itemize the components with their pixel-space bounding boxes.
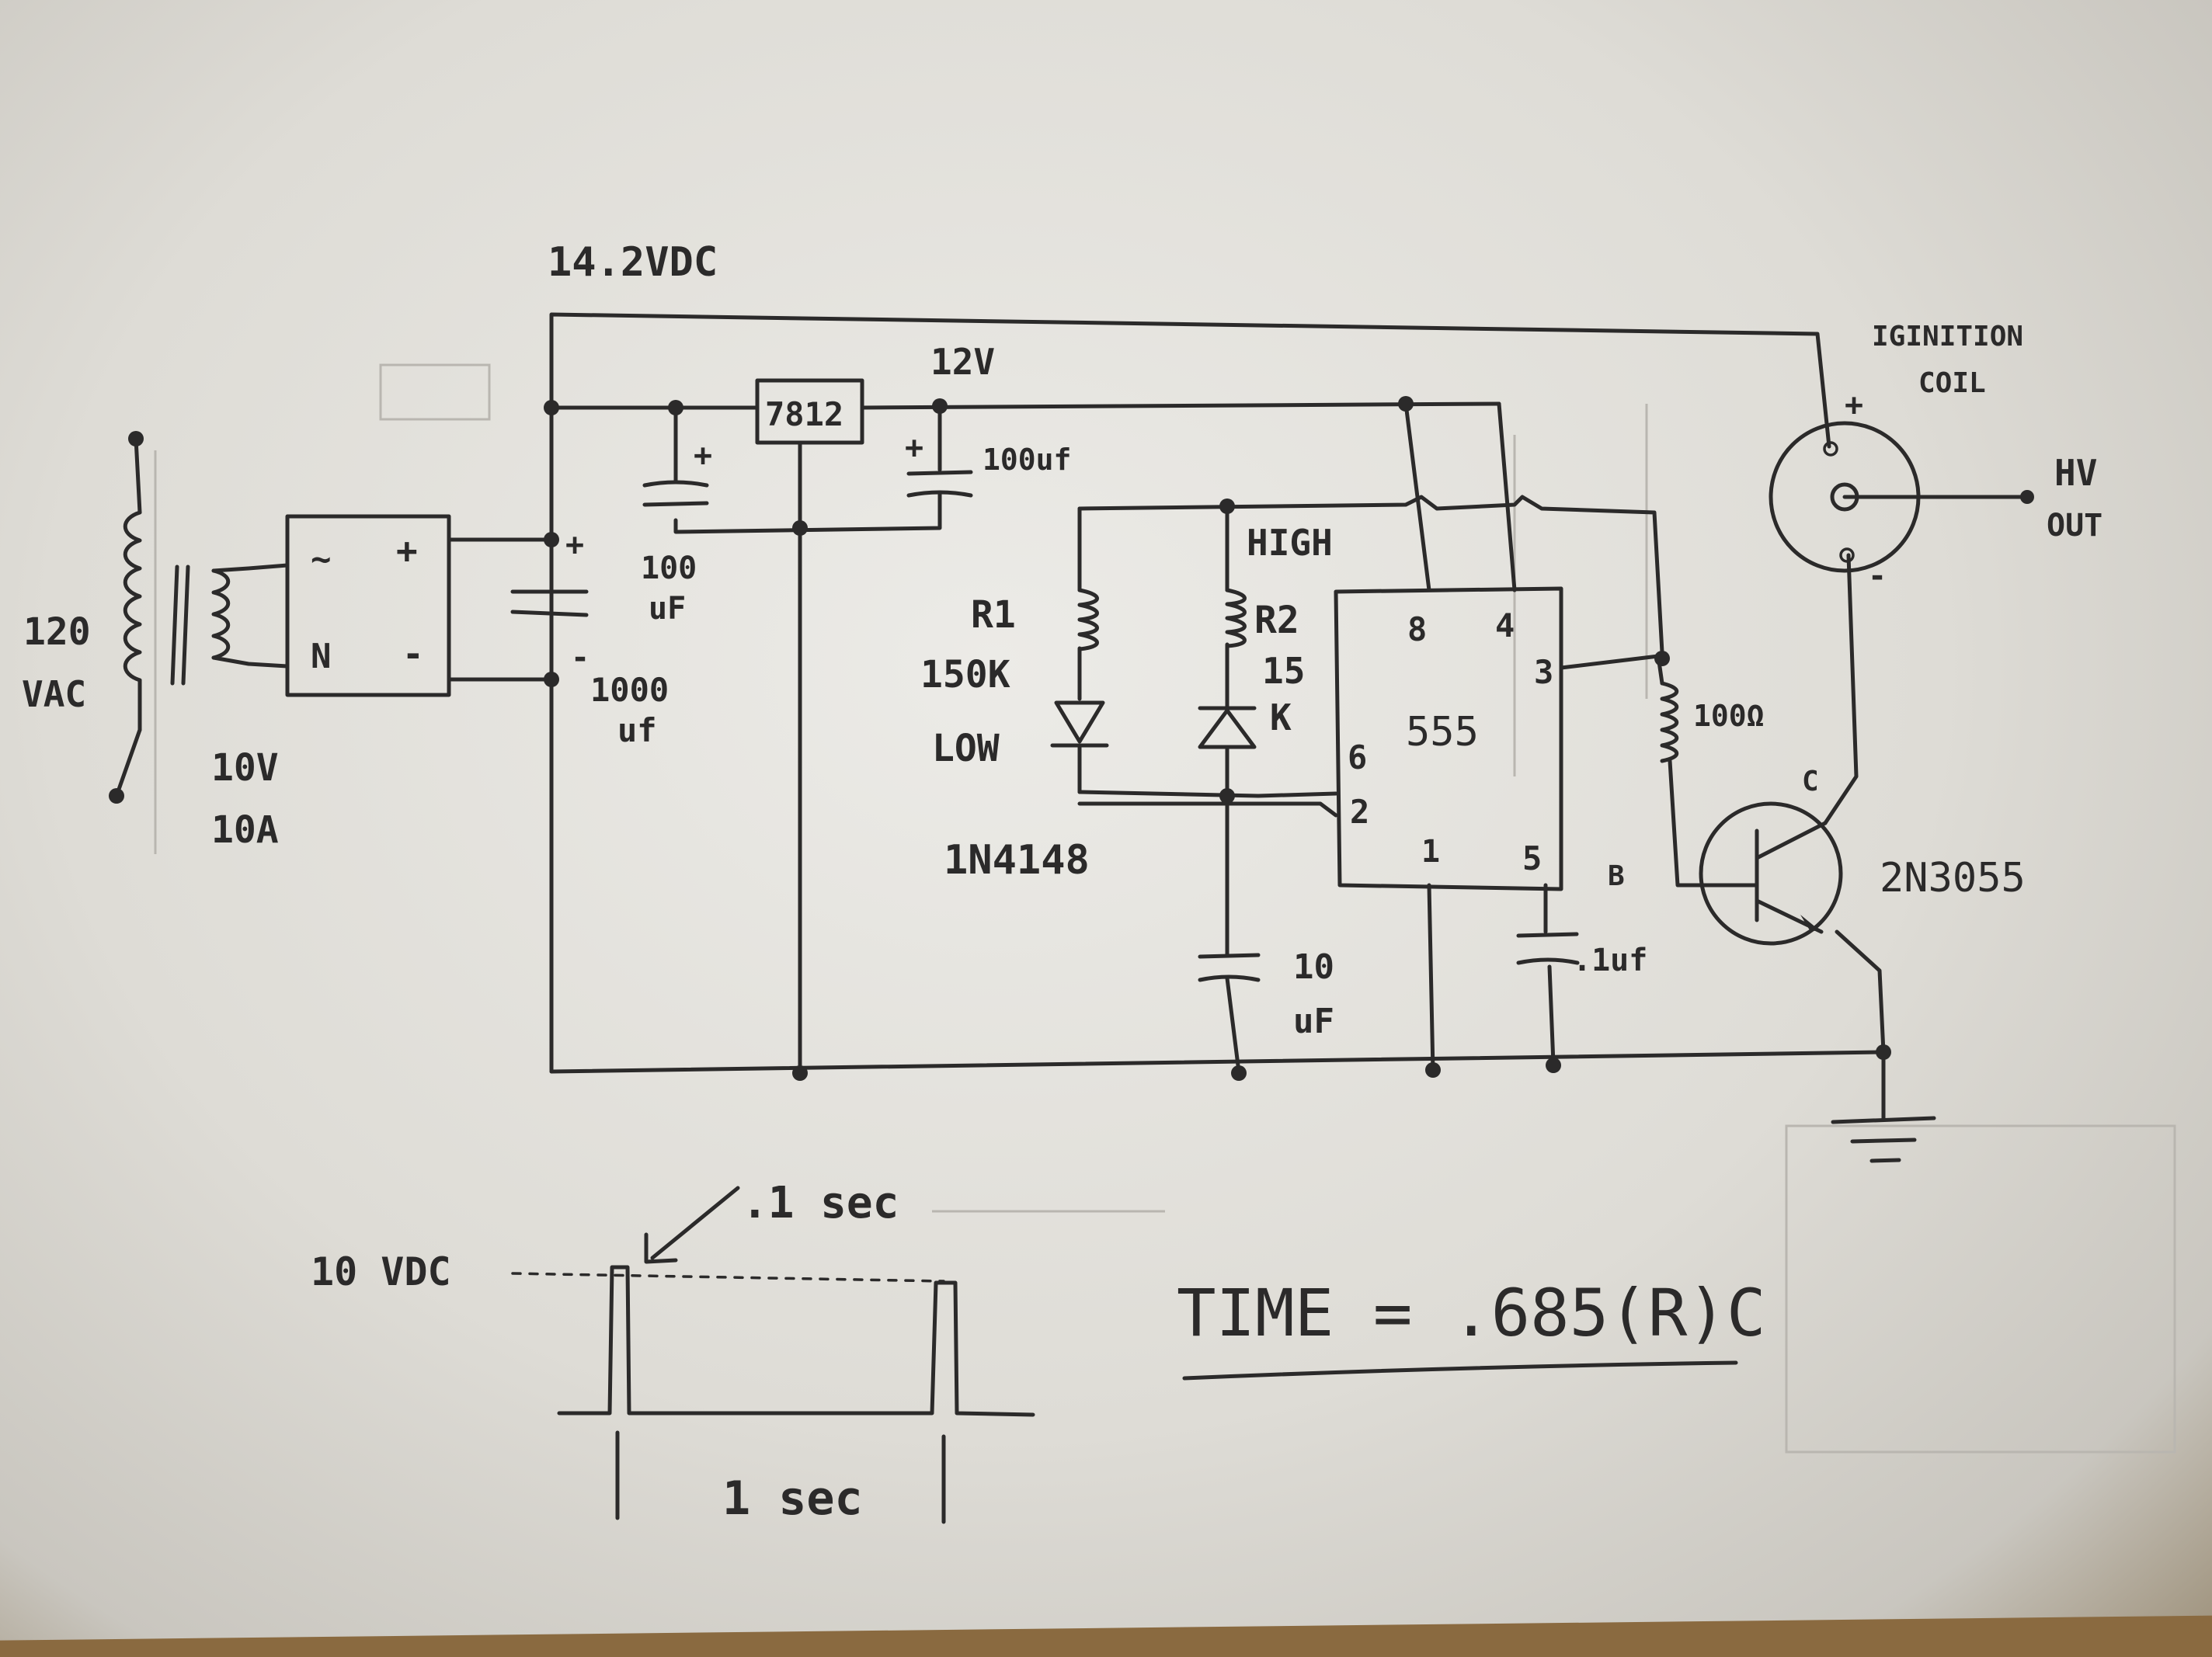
control-cap-value: .1uf — [1573, 943, 1647, 978]
r2-name: R2 — [1254, 599, 1299, 642]
output-cap-plus: + — [905, 430, 923, 466]
input-capacitor — [642, 405, 709, 507]
bulk-cap-value: 1000 — [590, 671, 669, 709]
bridge-rectifier — [285, 514, 451, 697]
mains-value: 120 — [23, 610, 91, 654]
r1-name: R1 — [971, 593, 1016, 637]
ic-name: 555 — [1406, 709, 1479, 756]
r2-value-b: K — [1270, 696, 1292, 738]
transformer — [114, 436, 290, 798]
coil-minus: - — [1868, 558, 1887, 594]
pin-8: 8 — [1407, 610, 1427, 648]
coil-plus: + — [1845, 387, 1863, 423]
transformer-amps: 10A — [211, 808, 279, 852]
coil-line2: COIL — [1918, 367, 1986, 399]
junction-dots — [109, 396, 2034, 1081]
resistor-r2 — [1225, 588, 1247, 648]
hv-line2: OUT — [2047, 508, 2102, 544]
pin-1: 1 — [1421, 834, 1440, 870]
control-capacitor — [1516, 932, 1580, 965]
bulk-cap-plus: + — [565, 527, 584, 563]
resistor-r1 — [1077, 588, 1099, 651]
transistor-2n3055 — [1699, 801, 1843, 946]
resistor-base — [1660, 681, 1679, 763]
mains-unit: VAC — [22, 673, 86, 715]
hv-line1: HV — [2054, 452, 2097, 494]
pin-5: 5 — [1522, 839, 1542, 877]
supply-voltage-label: 14.2VDC — [548, 239, 718, 286]
timing-cap-unit: uF — [1293, 1002, 1334, 1041]
transformer-volts: 10V — [211, 746, 279, 790]
rectifier-ac1: ~ — [311, 540, 332, 579]
base-resistor-value: 100Ω — [1693, 699, 1765, 733]
input-cap-value: 100 — [641, 551, 697, 586]
high-tag: HIGH — [1247, 522, 1333, 564]
output-cap-value: 100uf — [983, 443, 1071, 477]
r1-value: 150K — [920, 653, 1010, 696]
collector-label: C — [1802, 766, 1819, 797]
regulator-label: 7812 — [765, 395, 843, 433]
base-label: B — [1608, 860, 1625, 892]
r1-tag: LOW — [932, 727, 1000, 770]
timing-cap-value: 10 — [1293, 947, 1334, 987]
timing-capacitor — [1198, 953, 1261, 982]
timing-formula: TIME = .685(R)C — [1177, 1275, 1766, 1351]
bulk-cap-minus: - — [571, 640, 590, 676]
diode-r2 — [1198, 706, 1257, 749]
rectifier-ac2: N — [311, 637, 332, 676]
pin-4: 4 — [1495, 606, 1515, 644]
bulk-cap-unit: uf — [617, 711, 657, 749]
rectifier-minus: - — [402, 633, 424, 675]
diode-part: 1N4148 — [944, 837, 1090, 884]
reg-output-label: 12V — [930, 341, 995, 383]
diode-r1 — [1050, 700, 1109, 748]
regulator-7812 — [755, 378, 864, 445]
input-cap-unit: uF — [649, 591, 686, 627]
transistor-part: 2N3055 — [1880, 855, 2026, 901]
input-cap-plus: + — [694, 438, 712, 474]
formula-underline — [1182, 1360, 1738, 1381]
pulse-waveform — [511, 1186, 1035, 1524]
ic-555 — [1334, 586, 1563, 891]
text-labels: 14.2VDC 12V 7812 + 100 uF + 100uf + - 10… — [22, 239, 2102, 1526]
ghost-sketch — [154, 363, 2176, 1454]
wiring — [447, 312, 2029, 1120]
pulse-level: 10 VDC — [311, 1249, 451, 1294]
pin-3: 3 — [1534, 653, 1553, 691]
coil-line1: IGINITION — [1872, 321, 2023, 353]
rectifier-plus: + — [396, 530, 418, 571]
period: 1 sec — [722, 1471, 863, 1526]
ground-symbol — [1831, 1116, 1936, 1163]
pin-2: 2 — [1350, 793, 1369, 831]
r2-value-a: 15 — [1262, 650, 1305, 692]
pulse-width: .1 sec — [742, 1178, 899, 1228]
pin-6: 6 — [1348, 738, 1367, 776]
ignition-coil — [1769, 421, 1921, 573]
output-capacitor — [906, 405, 973, 498]
bulk-capacitor — [510, 537, 589, 617]
